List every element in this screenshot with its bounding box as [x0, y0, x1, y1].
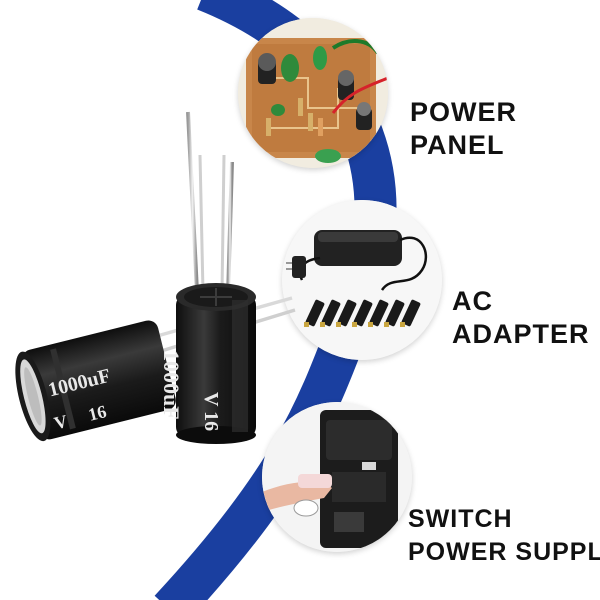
label-line-1: POWER — [410, 97, 518, 127]
label-line-2: PANEL — [410, 130, 505, 160]
capacitor-voltage-marking: V 16 — [199, 392, 222, 431]
label-line-2: ADAPTER — [452, 319, 590, 349]
voltage-unit-label: V — [200, 392, 222, 407]
application-label-switch-power-supply: SWITCH POWER SUPPLY — [408, 503, 600, 569]
application-label-ac-adapter: AC ADAPTER — [452, 285, 590, 351]
capacitance-label: 1000uF — [159, 350, 184, 420]
switch-power-supply-photo — [262, 402, 412, 552]
label-line-2: POWER SUPPLY — [408, 538, 600, 566]
application-label-power-panel: POWER PANEL — [410, 96, 517, 162]
circuit-board-photo — [238, 18, 388, 168]
ac-adapter-photo — [282, 200, 442, 360]
voltage-value-label: 16 — [200, 411, 222, 432]
label-line-1: AC — [452, 286, 493, 316]
label-line-1: SWITCH — [408, 505, 513, 533]
capacitor-vertical-marking: 1000uF — [156, 350, 184, 480]
